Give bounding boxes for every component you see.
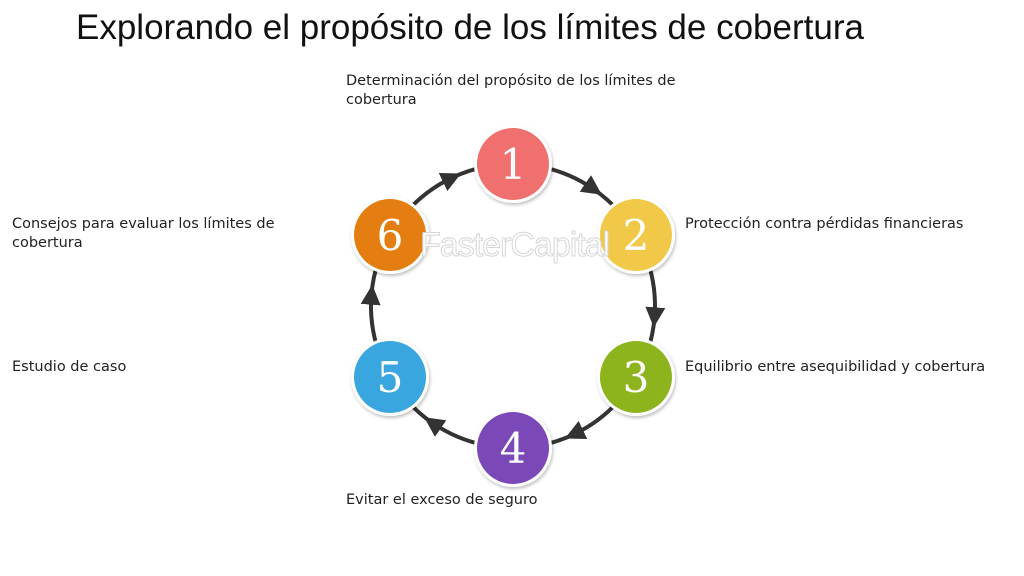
step-4-label: Evitar el exceso de seguro: [346, 492, 538, 508]
step-number: 1: [500, 140, 527, 189]
step-5-label: Estudio de caso: [12, 359, 127, 375]
step-2-circle: 2: [596, 196, 675, 274]
step-2-label: Protección contra pérdidas financieras: [685, 216, 964, 232]
step-6-label: Consejos para evaluar los límites de cob…: [12, 216, 275, 251]
step-3-label: Equilibrio entre asequibilidad y cobertu…: [685, 359, 986, 375]
step-number: 4: [500, 424, 527, 473]
step-6-circle: 6: [351, 196, 430, 274]
step-1-circle: 1: [474, 125, 552, 203]
step-1-label: Determinación del propósito de los límit…: [346, 73, 676, 108]
step-number: 6: [377, 211, 404, 260]
step-number: 3: [623, 353, 650, 402]
watermark-logo: FasterCapital: [419, 226, 610, 265]
step-4-circle: 4: [474, 409, 552, 487]
step-3-circle: 3: [596, 338, 675, 416]
step-number: 5: [377, 353, 404, 402]
step-5-circle: 5: [351, 338, 430, 416]
step-number: 2: [623, 211, 650, 260]
page-title: Explorando el propósito de los límites d…: [76, 8, 864, 47]
